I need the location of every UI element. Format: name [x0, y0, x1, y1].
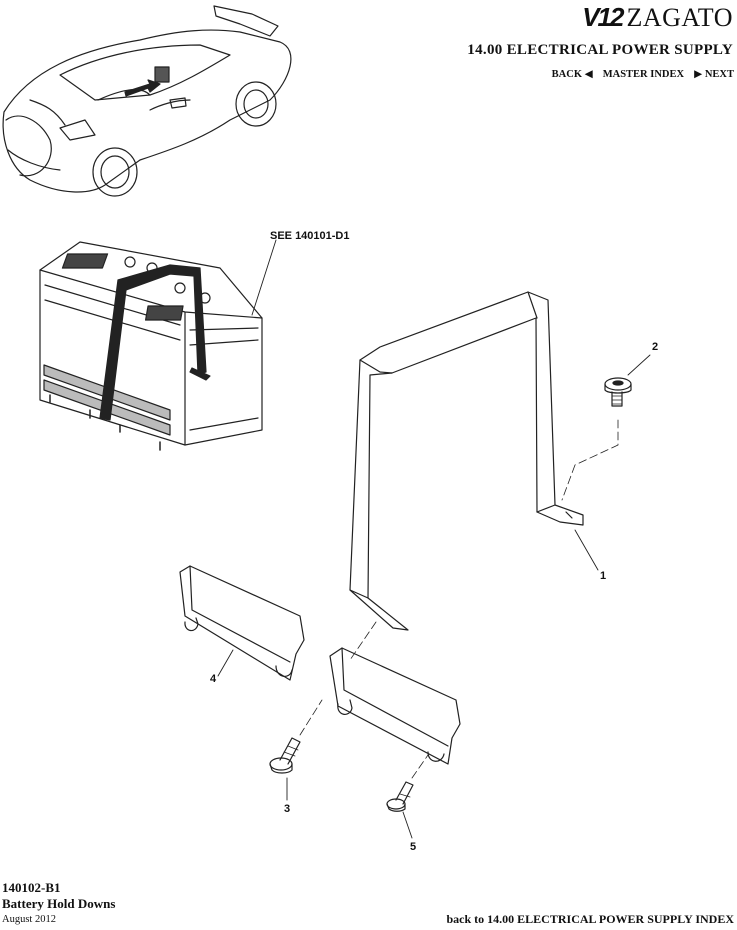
back-button[interactable]: BACK ◀ — [551, 69, 593, 80]
see-reference-label[interactable]: SEE 140101-D1 — [270, 230, 350, 242]
navigation: BACK ◀ MASTER INDEX ▶ NEXT — [551, 68, 734, 81]
master-index-link[interactable]: MASTER INDEX — [602, 68, 685, 80]
brand: V12 ZAGATO — [582, 2, 733, 33]
document-date: August 2012 — [2, 914, 56, 925]
car-locator-illustration — [2, 5, 292, 197]
bracket-part-1 — [349, 291, 584, 631]
section-title: 14.00 ELECTRICAL POWER SUPPLY — [467, 42, 733, 58]
document-code: 140102-B1 — [2, 880, 61, 895]
brand-name: ZAGATO — [626, 2, 733, 32]
battery-illustration — [39, 241, 263, 451]
document-title: Battery Hold Downs — [2, 896, 116, 911]
callout-4: 4 — [210, 673, 217, 685]
foot-part-5 — [329, 647, 461, 765]
bolt-part-3 — [269, 737, 301, 774]
back-to-index-link[interactable]: back to 14.00 ELECTRICAL POWER SUPPLY IN… — [446, 912, 735, 926]
screw-part-2 — [604, 377, 632, 407]
callout-3: 3 — [284, 803, 291, 815]
next-button[interactable]: ▶ NEXT — [694, 69, 734, 80]
callout-2: 2 — [652, 341, 659, 353]
v12-logo: V12 — [582, 2, 624, 32]
callout-1: 1 — [600, 570, 607, 582]
callout-5: 5 — [410, 841, 417, 853]
foot-part-4 — [179, 565, 305, 681]
bolt-part-5 — [386, 781, 414, 812]
